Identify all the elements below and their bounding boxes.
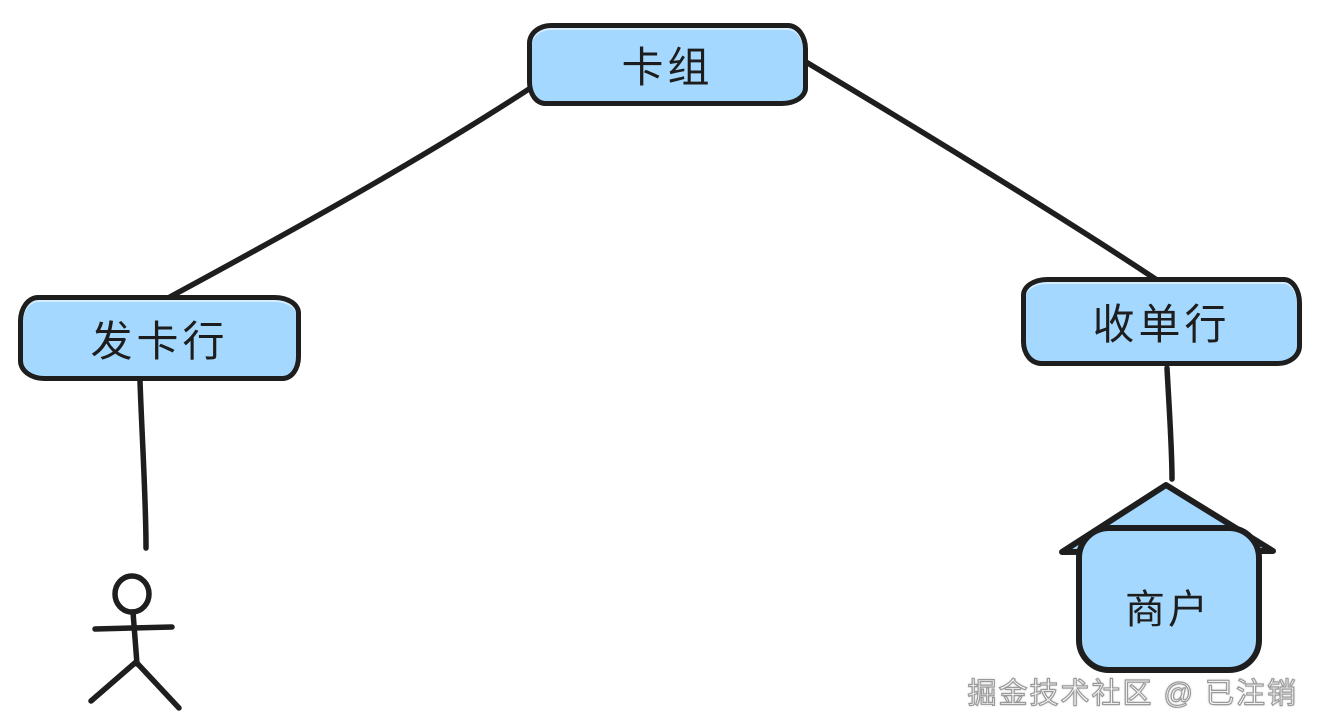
- node-merchant-label: 商户: [1125, 588, 1211, 632]
- edge-issuing-bank-to-cardholder: [137, 378, 149, 551]
- edge-card-network-to-issuing-bank: [165, 86, 532, 301]
- stick-figure-icon: [88, 573, 182, 711]
- node-acquiring-bank-label: 收单行: [1092, 301, 1231, 348]
- edge-card-network-to-acquiring-bank: [803, 59, 1166, 287]
- node-issuing-bank-label: 发卡行: [90, 317, 229, 365]
- edge-acquiring-bank-to-merchant: [1164, 365, 1175, 482]
- node-acquiring-bank: 收单行: [1021, 277, 1302, 366]
- house-icon: [1059, 482, 1276, 673]
- watermark-text: 掘金技术社区 @ 已注销: [967, 677, 1298, 710]
- node-issuing-bank: 发卡行: [18, 295, 301, 381]
- node-card-network-label: 卡组: [621, 44, 714, 91]
- node-card-network: 卡组: [527, 23, 808, 106]
